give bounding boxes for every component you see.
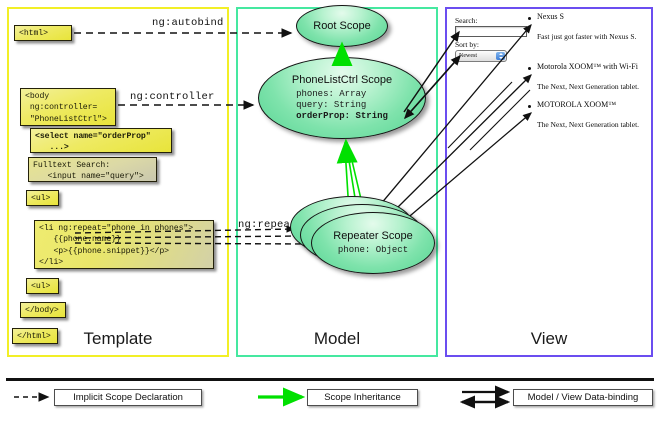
scope-phonelistctrl-props: phones: Array query: String orderProp: S… — [296, 89, 388, 122]
code-box-li-repeat: <li ng:repeat="phone in phones"> {{phone… — [34, 220, 214, 269]
bullet-icon — [528, 17, 531, 20]
scope-phonelistctrl-props-bold: orderProp: String — [296, 111, 388, 122]
code-box-body-close: </body> — [20, 302, 66, 318]
legend-scope-inheritance: Scope Inheritance — [307, 389, 418, 406]
panel-model-label: Model — [313, 329, 361, 348]
search-input[interactable] — [455, 26, 527, 37]
legend-glyph-double — [459, 385, 511, 409]
code-box-fulltext-search: Fulltext Search: <input name="query"> — [28, 157, 157, 182]
sort-by-selected-value: Newest — [459, 53, 477, 59]
code-box-ul-open: <ul> — [26, 190, 59, 206]
code-box-html-close: </html> — [12, 328, 58, 344]
view-item-snippet: The Next, Next Generation tablet. — [537, 82, 640, 91]
scope-repeater: Repeater Scope phone: Object — [311, 212, 435, 274]
view-item-snippet: The Next, Next Generation tablet. — [537, 120, 640, 129]
scope-repeater-title: Repeater Scope — [333, 229, 413, 242]
code-box-html-open: <html> — [14, 25, 72, 41]
legend-divider — [6, 378, 654, 381]
legend-model-view-data-binding: Model / View Data-binding — [513, 389, 653, 406]
scope-root: Root Scope — [296, 5, 388, 47]
connector-label-repeat: ng:repeat — [238, 219, 297, 231]
code-box-ul-close: <ul> — [26, 278, 59, 294]
view-search-label: Search: — [455, 16, 478, 25]
panel-template-label: Template — [83, 329, 153, 348]
legend-implicit-scope-declaration: Implicit Scope Declaration — [54, 389, 202, 406]
code-box-select: <select name="orderProp" ...> — [30, 128, 172, 153]
view-item-title: Motorola XOOM™ with Wi-Fi — [537, 62, 638, 71]
bullet-icon — [528, 105, 531, 108]
view-sort-label: Sort by: — [455, 40, 479, 49]
scope-phonelistctrl-title: PhoneListCtrl Scope — [291, 73, 393, 86]
view-item-title: Nexus S — [537, 12, 564, 21]
code-box-body-open: <body ng:controller= "PhoneListCtrl"> — [20, 88, 116, 126]
scope-root-title: Root Scope — [313, 19, 371, 32]
scope-phonelistctrl: PhoneListCtrl Scope phones: Array query:… — [258, 57, 426, 139]
scope-repeater-props: phone: Object — [337, 245, 409, 256]
panel-template: Template — [7, 7, 229, 357]
bullet-icon — [528, 67, 531, 70]
connector-label-autobind: ng:autobind — [152, 17, 224, 29]
connector-label-controller: ng:controller — [130, 91, 215, 103]
chevron-updown-icon[interactable] — [496, 52, 505, 60]
view-item-title: MOTOROLA XOOM™ — [537, 100, 617, 109]
view-item-snippet: Fast just got faster with Nexus S. — [537, 32, 637, 41]
sort-by-select[interactable]: Newest — [455, 50, 507, 62]
panel-view-label: View — [530, 329, 568, 348]
